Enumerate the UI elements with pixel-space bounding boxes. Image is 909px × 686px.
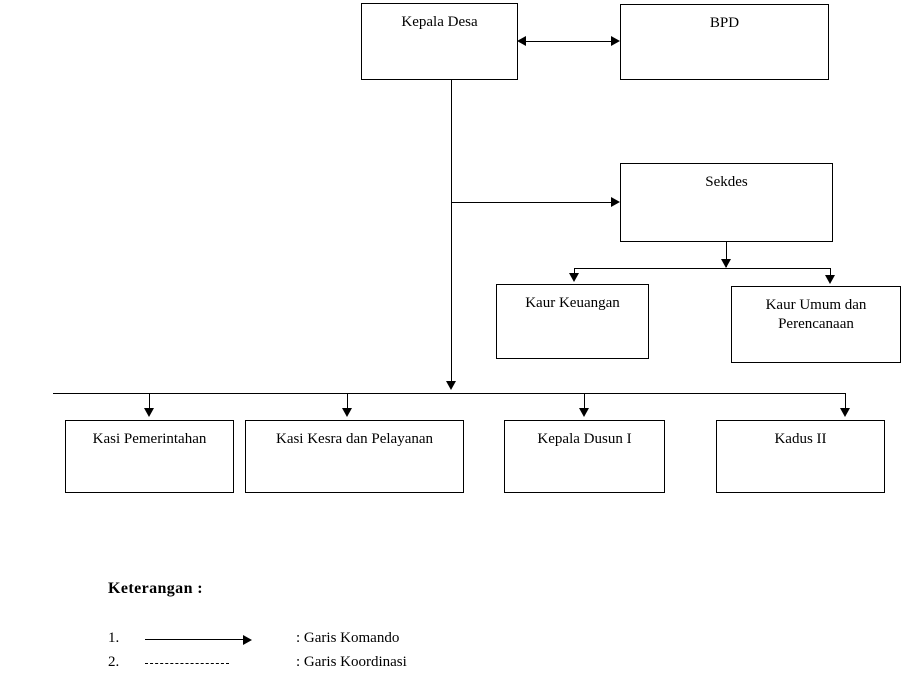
node-label: Kaur Umum dan Perencanaan	[765, 297, 867, 332]
connector-bus-to-kaur-umum	[830, 268, 831, 280]
node-kadus-ii[interactable]: Kadus II	[716, 420, 885, 493]
node-sekdes[interactable]: Sekdes	[620, 163, 833, 242]
node-label: Kepala Dusun I	[537, 431, 632, 447]
arrow-down-icon-to-kepala-dusun-i	[579, 408, 589, 417]
node-kaur-keuangan[interactable]: Kaur Keuangan	[496, 284, 649, 359]
node-label: BPD	[709, 15, 740, 31]
connector-bottom-bus	[53, 393, 846, 394]
dashed-line-icon	[145, 663, 229, 664]
legend-item-number: 1.	[108, 630, 120, 646]
connector-bus-to-kasi-kesra	[347, 393, 348, 409]
connector-trunk-kepala-desa	[451, 80, 452, 382]
node-label: Sekdes	[705, 174, 748, 190]
node-kepala-dusun-i[interactable]: Kepala Dusun I	[504, 420, 665, 493]
node-label: Kepala Desa	[401, 14, 478, 30]
arrow-down-icon-to-kasi-pemerintahan	[144, 408, 154, 417]
arrow-down-icon-to-kasi-kesra	[342, 408, 352, 417]
node-kepala-desa[interactable]: Kepala Desa	[361, 3, 518, 80]
arrow-right-icon-legend-komando	[243, 635, 252, 645]
connector-bus-to-kadus-ii	[845, 393, 846, 409]
arrow-down-icon-to-kadus-ii	[840, 408, 850, 417]
arrow-down-icon-trunk-to-bus	[446, 381, 456, 390]
arrow-right-icon-to-bpd	[611, 36, 620, 46]
node-label: Kadus II	[774, 431, 827, 447]
node-bpd[interactable]: BPD	[620, 4, 829, 80]
connector-kepala-desa-bpd	[526, 41, 612, 42]
connector-trunk-to-sekdes	[451, 202, 611, 203]
node-label: Kaur Keuangan	[525, 295, 620, 311]
node-label: Kasi Kesra dan Pelayanan	[275, 431, 434, 447]
legend-item-text: : Garis Koordinasi	[296, 654, 407, 670]
arrow-down-icon-to-kaur-keuangan	[569, 273, 579, 282]
connector-bus-to-kepala-dusun-i	[584, 393, 585, 409]
legend-item-text: : Garis Komando	[296, 630, 400, 646]
arrow-right-icon-to-sekdes	[611, 197, 620, 207]
legend-heading: Keterangan :	[108, 580, 204, 597]
solid-line-icon	[145, 639, 243, 640]
node-kasi-kesra-dan-pelayanan[interactable]: Kasi Kesra dan Pelayanan	[245, 420, 464, 493]
node-label: Kasi Pemerintahan	[92, 431, 207, 447]
arrow-down-icon-to-kaur-umum	[825, 275, 835, 284]
node-kasi-pemerintahan[interactable]: Kasi Pemerintahan	[65, 420, 234, 493]
connector-sekdes-down	[726, 242, 727, 267]
connector-bus-to-kasi-pemerintahan	[149, 393, 150, 409]
connector-kaur-bus	[574, 268, 831, 269]
arrow-left-icon-to-kepala-desa	[517, 36, 526, 46]
arrow-down-icon-sekdes-bus	[721, 259, 731, 268]
node-kaur-umum-dan-perencanaan[interactable]: Kaur Umum dan Perencanaan	[731, 286, 901, 363]
legend-item-number: 2.	[108, 654, 120, 670]
